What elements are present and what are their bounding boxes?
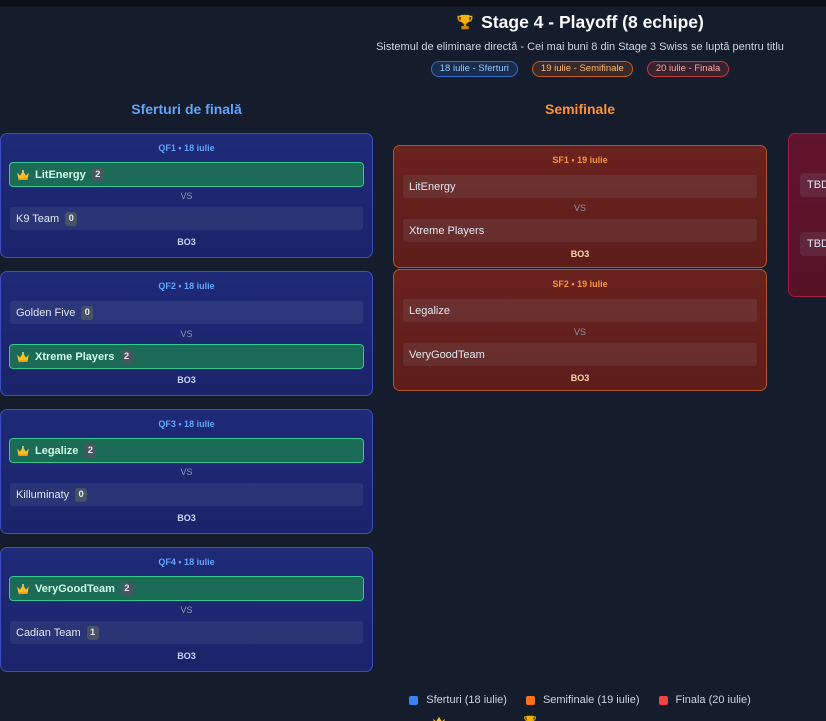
legend-color-swatch — [525, 695, 535, 705]
pill-semifinals-date: 19 iulie - Semifinale — [531, 61, 633, 77]
match-title: QF1 • 18 iulie — [158, 143, 215, 153]
match-card-sf1[interactable]: SF1 • 19 iulie LitEnergy VS Xtreme Playe… — [393, 145, 767, 268]
match-format: BO3 — [177, 375, 196, 385]
team-row: TBD — [800, 173, 826, 197]
vs-label: VS — [180, 467, 193, 477]
match-card-qf1[interactable]: QF1 • 18 iulie LitEnergy 2 VS K9 Team 0 … — [0, 133, 373, 258]
legend-color-swatch — [658, 695, 668, 705]
team-row: Legalize 2 — [9, 438, 364, 463]
team-row: LitEnergy — [402, 174, 758, 199]
team-name: LitEnergy — [409, 180, 456, 193]
legend-item-quarterfinals: Sferturi (18 iulie) — [409, 692, 507, 708]
team-row: VeryGoodTeam 2 — [9, 576, 364, 601]
team-row: Golden Five 0 — [9, 300, 364, 325]
team-row: Cadian Team 1 — [9, 620, 364, 645]
final-card-viewport: TBD TBD — [788, 133, 826, 297]
match-title: QF2 • 18 iulie — [158, 281, 215, 291]
team-row: VeryGoodTeam — [402, 342, 758, 367]
score-badge: 2 — [84, 443, 97, 458]
legend-second-row — [0, 714, 826, 721]
legend-label: Finala (20 iulie) — [675, 694, 751, 706]
team-name: Legalize — [35, 444, 79, 457]
team-name: Legalize — [409, 304, 450, 317]
match-format: BO3 — [177, 513, 196, 523]
page-title: Stage 4 - Playoff (8 echipe) — [334, 10, 826, 34]
team-name: VeryGoodTeam — [35, 582, 115, 595]
score-badge: 2 — [120, 581, 133, 596]
team-row: Legalize — [402, 298, 758, 323]
team-row: Killuminaty 0 — [9, 482, 364, 507]
pill-quarterfinals-date: 18 iulie - Sferturi — [430, 61, 518, 77]
team-name: TBD — [807, 179, 826, 191]
legend-label: Semifinale (19 iulie) — [542, 694, 640, 706]
legend: Sferturi (18 iulie) Semifinale (19 iulie… — [334, 692, 826, 708]
legend-label: Sferturi (18 iulie) — [426, 694, 507, 706]
crown-icon — [16, 583, 30, 595]
score-badge: 2 — [91, 167, 104, 182]
crown-icon — [16, 445, 30, 457]
team-name: Golden Five — [16, 306, 76, 319]
vs-label: VS — [573, 203, 586, 213]
score-badge: 0 — [65, 211, 78, 226]
match-title: QF3 • 18 iulie — [158, 419, 215, 429]
match-format: BO3 — [570, 373, 590, 383]
team-name: K9 Team — [16, 212, 60, 225]
vs-label: VS — [180, 191, 193, 201]
legend-color-swatch — [409, 695, 419, 705]
score-badge: 0 — [81, 305, 94, 320]
match-title: SF2 • 19 iulie — [552, 279, 608, 289]
legend-item-final: Finala (20 iulie) — [658, 692, 751, 708]
crown-icon — [432, 715, 446, 721]
trophy-icon — [523, 715, 537, 721]
match-card-sf2[interactable]: SF2 • 19 iulie Legalize VS VeryGoodTeam … — [393, 269, 767, 391]
pill-final-date: 20 iulie - Finala — [646, 61, 730, 77]
crown-icon — [16, 169, 30, 181]
score-badge: 1 — [86, 625, 99, 640]
team-row: TBD — [800, 232, 826, 256]
score-badge: 0 — [75, 487, 88, 502]
team-row: LitEnergy 2 — [9, 162, 364, 187]
match-format: BO3 — [177, 651, 196, 661]
team-row: Xtreme Players 2 — [9, 344, 364, 369]
match-card-qf2[interactable]: QF2 • 18 iulie Golden Five 0 VS Xtreme P… — [0, 271, 373, 396]
team-name: VeryGoodTeam — [409, 348, 485, 361]
vs-label: VS — [180, 329, 193, 339]
team-name: LitEnergy — [35, 168, 86, 181]
score-badge: 2 — [120, 349, 133, 364]
match-title: QF4 • 18 iulie — [158, 557, 215, 567]
vs-label: VS — [573, 327, 586, 337]
team-row: K9 Team 0 — [9, 206, 364, 231]
page-subtitle: Sistemul de eliminare directă - Cei mai … — [376, 41, 784, 53]
top-bar — [0, 0, 826, 7]
match-card-qf3[interactable]: QF3 • 18 iulie Legalize 2 VS Killuminaty… — [0, 409, 373, 534]
vs-label: VS — [180, 605, 193, 615]
match-format: BO3 — [177, 237, 196, 247]
team-name: Killuminaty — [16, 488, 70, 501]
match-format: BO3 — [570, 249, 590, 259]
match-title: SF1 • 19 iulie — [552, 155, 608, 165]
team-name: Xtreme Players — [409, 224, 485, 237]
team-name: Xtreme Players — [35, 350, 115, 363]
crown-icon — [16, 351, 30, 363]
team-row: Xtreme Players — [402, 218, 758, 243]
quarterfinals-heading: Sferturi de finală — [131, 101, 242, 117]
match-card-final[interactable]: TBD TBD — [788, 133, 826, 297]
page-title-text: Stage 4 - Playoff (8 echipe) — [481, 12, 704, 32]
team-name: Cadian Team — [16, 626, 81, 639]
semifinals-heading: Semifinale — [544, 101, 616, 117]
team-name: TBD — [807, 238, 826, 250]
legend-item-semifinals: Semifinale (19 iulie) — [525, 692, 640, 708]
trophy-icon — [456, 13, 474, 31]
date-pills: 18 iulie - Sferturi 19 iulie - Semifinal… — [334, 61, 826, 77]
match-card-qf4[interactable]: QF4 • 18 iulie VeryGoodTeam 2 VS Cadian … — [0, 547, 373, 672]
